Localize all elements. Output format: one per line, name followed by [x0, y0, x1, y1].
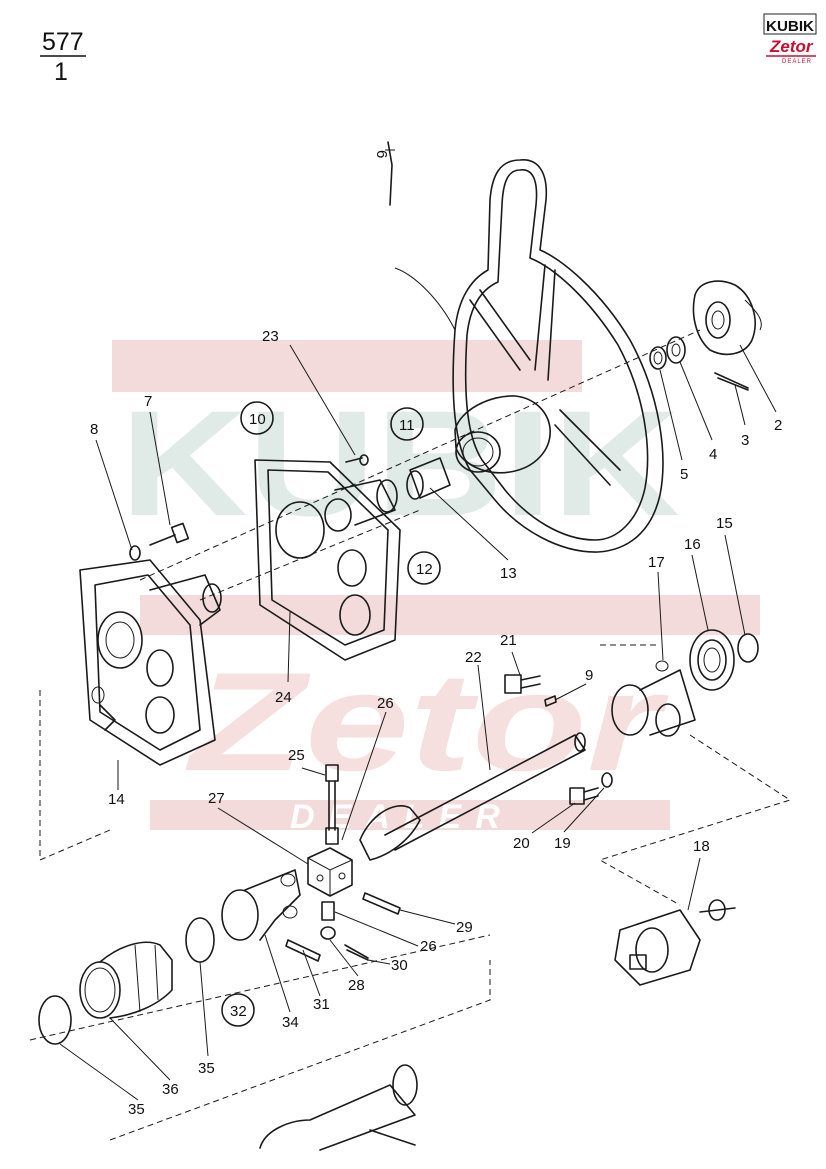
- label-27: 27: [208, 790, 225, 807]
- label-25: 25: [288, 747, 305, 764]
- logo-dealer-text: DEALER: [782, 59, 812, 65]
- assembly-frame-right: [598, 644, 792, 906]
- circlip-15: [737, 633, 759, 663]
- ring-35-lower: [38, 995, 72, 1045]
- column-tube: [259, 1064, 418, 1151]
- label-13: 13: [500, 565, 517, 582]
- washer-8: [129, 545, 141, 561]
- housing-14: [79, 559, 222, 766]
- label-26-top: 26: [377, 695, 394, 712]
- nut-4: [666, 336, 686, 364]
- page-number-bottom: 1: [54, 58, 68, 86]
- label-14: 14: [108, 791, 125, 808]
- label-28: 28: [348, 977, 365, 994]
- label-26-bottom: 26: [420, 938, 437, 955]
- label-12: 12: [416, 561, 433, 578]
- washer-5: [649, 346, 667, 370]
- label-21: 21: [500, 632, 517, 649]
- pin-31: [285, 939, 321, 962]
- cross-block-27: [307, 847, 353, 897]
- nut-28: [320, 926, 336, 940]
- label-7: 7: [144, 393, 152, 410]
- label-15: 15: [716, 515, 733, 532]
- leader-lines: [59, 344, 777, 1101]
- split-pin-3: [714, 372, 749, 391]
- label-34: 34: [282, 1014, 299, 1031]
- label-18: 18: [693, 838, 710, 855]
- label-31: 31: [313, 996, 330, 1013]
- logo-zetor-text: Zetor: [769, 37, 814, 56]
- label-35-right: 35: [198, 1060, 215, 1077]
- label-11: 11: [399, 417, 415, 434]
- label-35-left: 35: [128, 1101, 145, 1118]
- callout-circle-12: [407, 551, 441, 585]
- callout-circle-32: [221, 993, 255, 1027]
- label-36: 36: [162, 1081, 179, 1098]
- label-9: 9: [585, 667, 593, 684]
- page-number: 577 1: [40, 28, 86, 86]
- label-22: 22: [465, 649, 482, 666]
- bush-26-upper: [325, 827, 339, 845]
- bolt-21: [504, 674, 541, 694]
- pin-6: [385, 141, 395, 206]
- key-9: [544, 695, 557, 707]
- watermark-dealer: DEALER: [290, 798, 514, 836]
- label-24: 24: [275, 689, 292, 706]
- bolt-25: [325, 764, 339, 831]
- yoke-34: [221, 869, 301, 941]
- watermark-kubik: KUBIK: [120, 379, 680, 547]
- screw-23: [345, 454, 369, 466]
- label-32: 32: [230, 1003, 247, 1020]
- label-23: 23: [262, 328, 279, 345]
- part-labels: 6 23 10 11 12 8 7 13 5 4 3 2 17 16 15 24…: [90, 150, 782, 1118]
- switch-18: [614, 899, 736, 986]
- bush-26-lower: [321, 901, 335, 921]
- label-6: 6: [373, 150, 390, 158]
- bolt-7: [149, 522, 190, 546]
- label-3: 3: [741, 432, 749, 449]
- axis-line-upper: [139, 329, 701, 581]
- washer-19: [601, 772, 613, 788]
- label-29: 29: [456, 919, 473, 936]
- split-pin-30: [344, 944, 369, 961]
- sleeve-17: [611, 660, 696, 737]
- page-number-top: 577: [42, 28, 84, 56]
- guide-line-lower: [29, 934, 491, 1141]
- label-8: 8: [90, 421, 98, 438]
- callout-circle-11: [390, 407, 424, 441]
- label-4: 4: [709, 446, 717, 463]
- boot-36: [79, 941, 173, 1019]
- logo-kubik-text: KUBIK: [766, 18, 814, 35]
- ring-35-upper: [185, 917, 215, 963]
- label-10: 10: [249, 411, 266, 428]
- steering-wheel: [394, 159, 762, 553]
- watermark-zetor: Zetor: [185, 643, 669, 800]
- shaft-22: [359, 732, 586, 861]
- callout-circle-10: [240, 401, 274, 435]
- cap-2: [692, 280, 756, 356]
- brand-logo: KUBIK Zetor DEALER: [763, 13, 817, 65]
- pin-29: [362, 892, 401, 915]
- watermark: KUBIK Zetor DEALER: [112, 340, 760, 836]
- bushing-13: [406, 457, 451, 500]
- label-16: 16: [684, 536, 701, 553]
- label-20: 20: [513, 835, 530, 852]
- label-17: 17: [648, 554, 665, 571]
- bearing-16: [689, 629, 735, 691]
- gasket-24: [254, 459, 401, 661]
- assembly-frame-left: [39, 690, 111, 861]
- label-2: 2: [774, 417, 782, 434]
- label-30: 30: [391, 957, 408, 974]
- label-19: 19: [554, 835, 571, 852]
- label-5: 5: [680, 466, 688, 483]
